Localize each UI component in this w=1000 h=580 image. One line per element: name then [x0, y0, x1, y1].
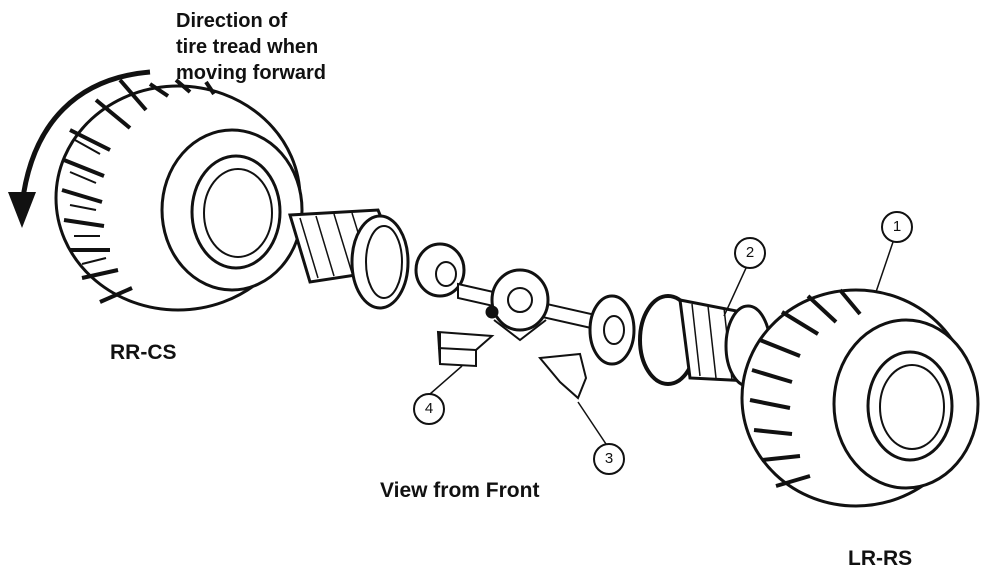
right-housing [588, 294, 772, 388]
direction-arrowhead [8, 192, 36, 228]
callout-4: 4 [413, 393, 445, 425]
view-label: View from Front [380, 479, 540, 502]
direction-label: Direction of tire tread when moving forw… [176, 8, 366, 86]
callout-3: 3 [593, 443, 625, 475]
bracket-3 [538, 352, 588, 400]
leader-lines [429, 241, 894, 445]
left-wheel-label: LR-RS [848, 547, 913, 570]
tire-lr-rs [740, 288, 980, 508]
bracket-4 [436, 330, 495, 368]
direction-line-3: moving forward [176, 62, 327, 84]
tire-rr-cs [54, 78, 304, 312]
direction-line-1: Direction of [176, 10, 288, 32]
direction-arrow [19, 69, 151, 206]
differential [457, 268, 601, 342]
direction-line-2: tire tread when [176, 36, 319, 58]
callout-2: 2 [734, 237, 766, 269]
right-wheel-label: RR-CS [110, 341, 177, 364]
callout-1: 1 [881, 211, 913, 243]
left-housing [288, 208, 466, 310]
